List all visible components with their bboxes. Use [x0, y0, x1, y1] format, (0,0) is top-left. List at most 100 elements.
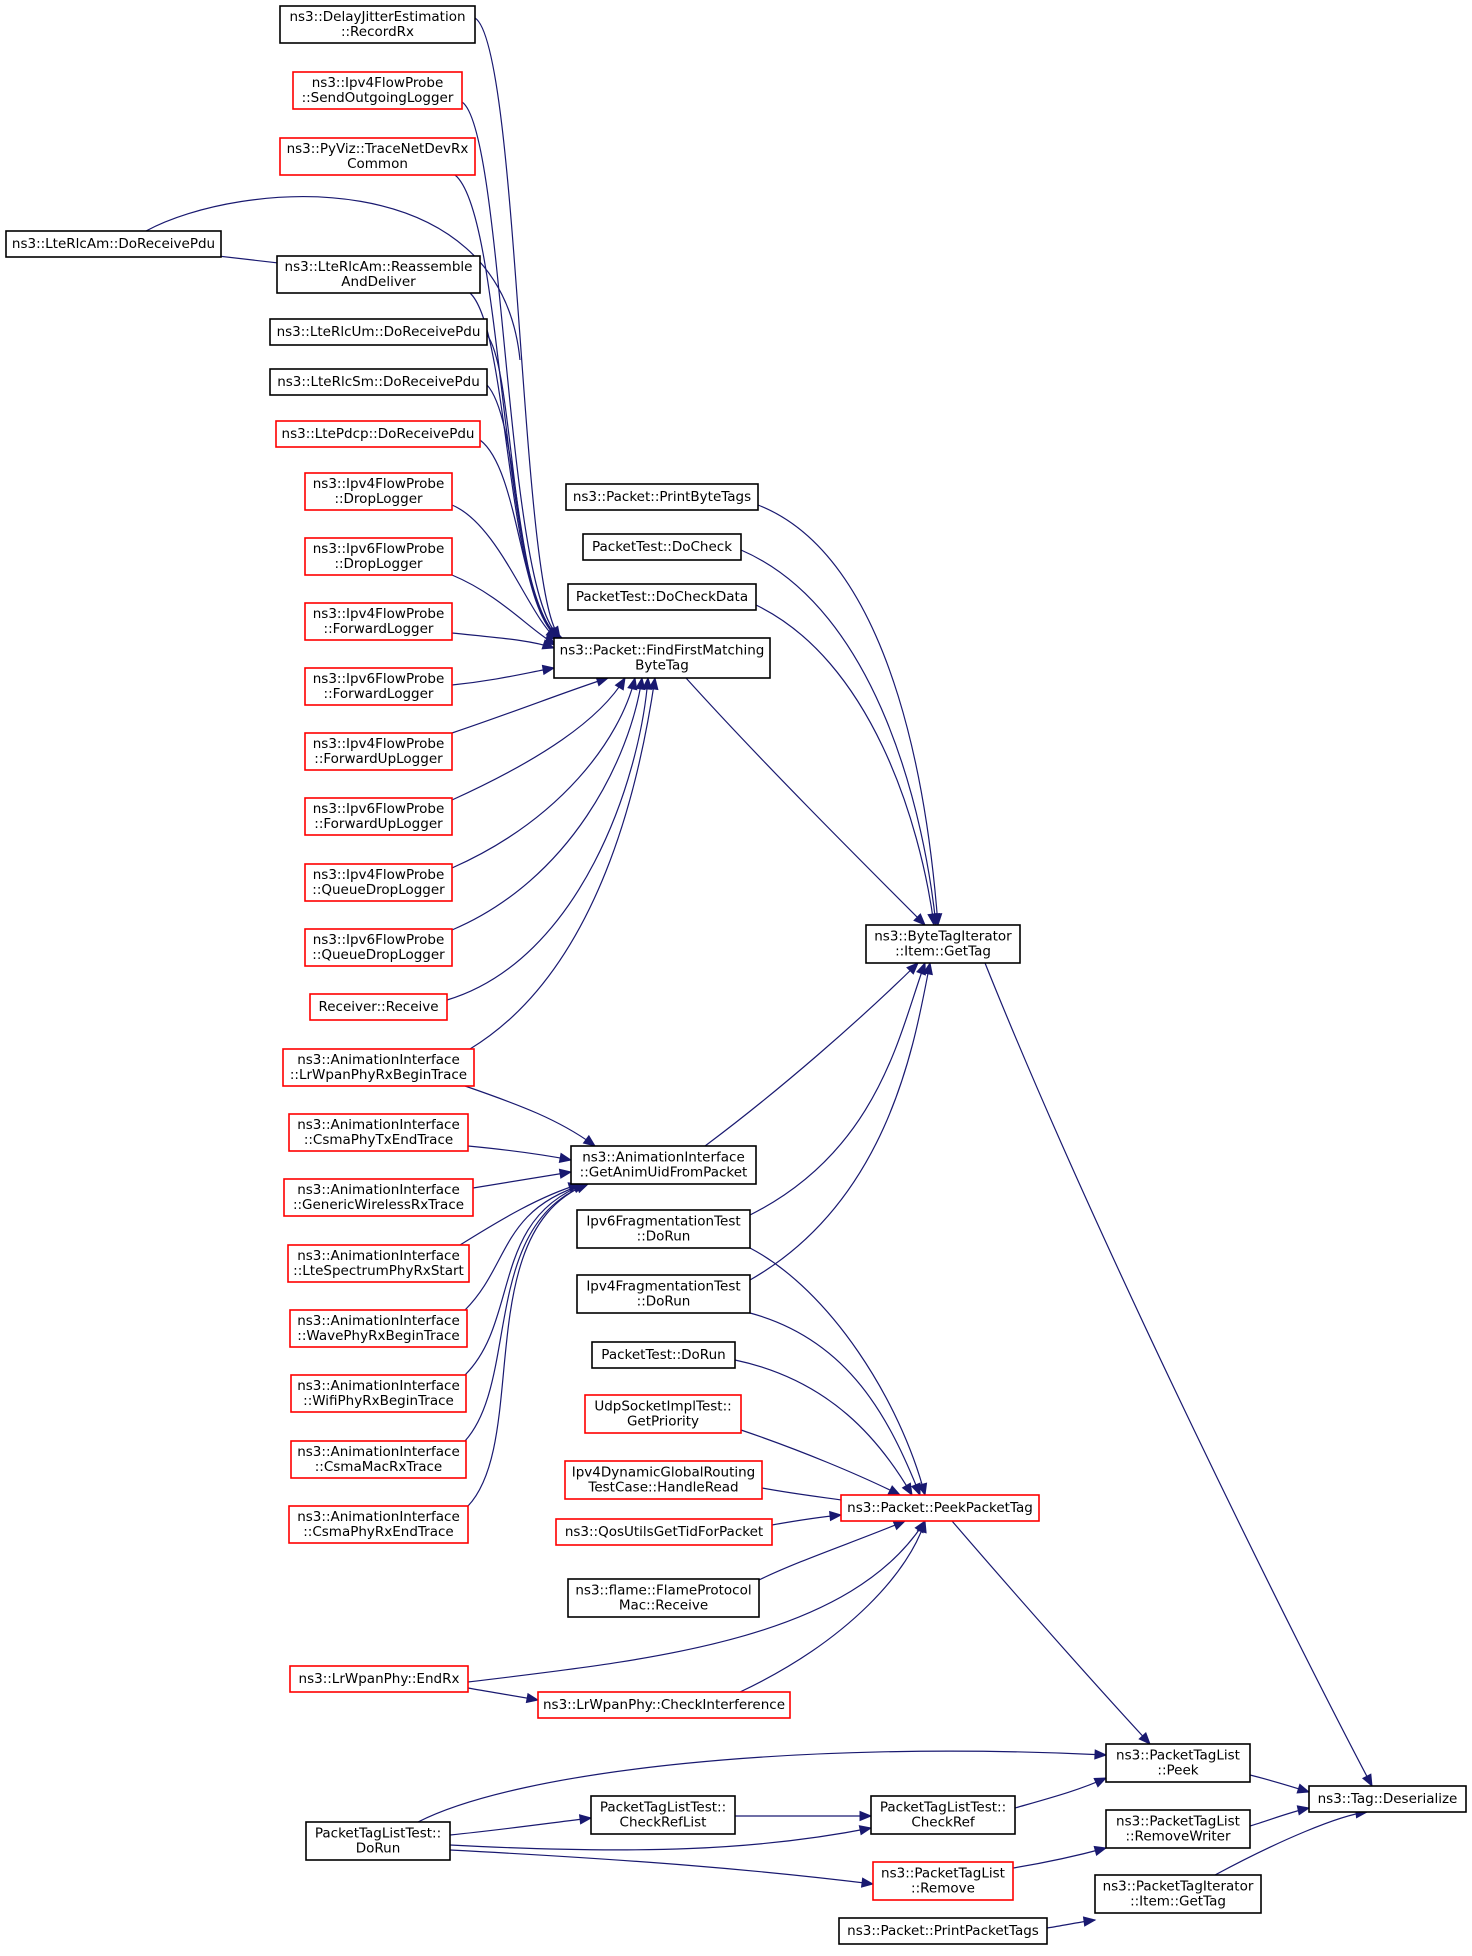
node-n5[interactable]: ns3::LteRlcUm::DoReceivePdu	[269, 318, 488, 346]
edge-line	[451, 677, 626, 801]
node-label: ns3::Ipv6FlowProbe	[313, 541, 445, 557]
node-n3[interactable]: ns3::LteRlcAm::DoReceivePdu	[5, 230, 222, 258]
node-n30[interactable]: Ipv6FragmentationTest::DoRun	[576, 1209, 751, 1249]
arrowhead	[860, 1877, 875, 1888]
node-box	[290, 1440, 467, 1479]
node-n25[interactable]: ns3::Packet::PrintByteTags	[565, 483, 759, 511]
node-n15[interactable]: ns3::Ipv6FlowProbe::QueueDropLogger	[304, 928, 453, 967]
node-box	[553, 637, 771, 679]
node-n8[interactable]: ns3::Ipv4FlowProbe::DropLogger	[304, 472, 453, 511]
edge-n2-n28	[454, 174, 562, 639]
edge-n27-n39	[755, 604, 938, 927]
node-n41[interactable]: PacketTagListTest::DoRun	[305, 1821, 451, 1861]
node-n19[interactable]: ns3::AnimationInterface::GenericWireless…	[283, 1178, 474, 1217]
arrowhead	[627, 676, 638, 691]
node-n31[interactable]: Ipv4FragmentationTest::DoRun	[576, 1274, 751, 1314]
node-label: ::CsmaPhyRxEndTrace	[303, 1524, 454, 1540]
node-n1[interactable]: ns3::Ipv4FlowProbe::SendOutgoingLogger	[292, 71, 463, 110]
node-label: ::Item::GetTag	[895, 944, 991, 960]
node-n0[interactable]: ns3::DelayJitterEstimation::RecordRx	[279, 5, 476, 44]
arrowhead	[922, 961, 933, 976]
node-box	[304, 928, 453, 967]
node-box	[838, 1917, 1048, 1945]
edge-line	[446, 677, 649, 1001]
node-n35[interactable]: ns3::QosUtilsGetTidForPacket	[555, 1518, 773, 1546]
node-n10[interactable]: ns3::Ipv4FlowProbe::ForwardLogger	[304, 602, 453, 641]
edge-line	[755, 604, 935, 926]
edge-line	[461, 101, 563, 639]
edge-line	[734, 1359, 913, 1496]
node-n38[interactable]: ns3::LrWpanPhy::CheckInterference	[537, 1691, 791, 1719]
node-label: ns3::LrWpanPhy::CheckInterference	[543, 1697, 785, 1713]
edge-line	[451, 667, 555, 686]
node-n14[interactable]: ns3::Ipv4FlowProbe::QueueDropLogger	[304, 863, 453, 902]
arrowhead	[1094, 1749, 1108, 1760]
node-n16[interactable]: Receiver::Receive	[309, 993, 448, 1021]
node-n17[interactable]: ns3::AnimationInterface::LrWpanPhyRxBegi…	[282, 1048, 475, 1087]
node-box	[1105, 1809, 1251, 1849]
node-n26[interactable]: PacketTest::DoCheck	[582, 533, 742, 561]
node-label: ns3::AnimationInterface	[297, 1313, 460, 1329]
node-n13[interactable]: ns3::Ipv6FlowProbe::ForwardUpLogger	[304, 797, 453, 836]
node-n42[interactable]: PacketTagListTest::CheckRefList	[590, 1795, 736, 1835]
edge-n47-n48	[1046, 1916, 1097, 1929]
node-box	[279, 5, 476, 44]
node-n18[interactable]: ns3::AnimationInterface::CsmaPhyTxEndTra…	[288, 1113, 469, 1152]
node-n37[interactable]: ns3::LrWpanPhy::EndRx	[289, 1665, 469, 1693]
node-n6[interactable]: ns3::LteRlcSm::DoReceivePdu	[269, 368, 488, 396]
node-n43[interactable]: PacketTagListTest::CheckRef	[870, 1795, 1016, 1835]
arrowhead	[1082, 1916, 1097, 1927]
node-n27[interactable]: PacketTest::DoCheckData	[567, 583, 757, 611]
node-n23[interactable]: ns3::AnimationInterface::CsmaMacRxTrace	[290, 1440, 467, 1479]
node-box	[865, 924, 1021, 964]
node-label: Common	[347, 156, 408, 172]
node-n33[interactable]: UdpSocketImplTest::GetPriority	[584, 1394, 742, 1434]
edge-n18-n29	[467, 1145, 573, 1163]
edge-n0-n28	[474, 17, 564, 639]
node-n40[interactable]: ns3::Packet::PeekPacketTag	[840, 1494, 1040, 1522]
node-label: ::Item::GetTag	[1130, 1894, 1226, 1910]
node-n34[interactable]: Ipv4DynamicGlobalRoutingTestCase::Handle…	[564, 1460, 763, 1500]
node-label: ns3::ByteTagIterator	[874, 929, 1012, 945]
node-n21[interactable]: ns3::AnimationInterface::WavePhyRxBeginT…	[289, 1309, 468, 1348]
edge-line	[464, 1183, 589, 1442]
node-n11[interactable]: ns3::Ipv6FlowProbe::ForwardLogger	[304, 667, 453, 706]
edge-n31-n39	[749, 961, 933, 1281]
node-n44[interactable]: ns3::PacketTagList::Remove	[872, 1861, 1014, 1901]
node-n29[interactable]: ns3::AnimationInterface::GetAnimUidFromP…	[570, 1145, 757, 1185]
arrowhead	[916, 1519, 927, 1534]
node-n39[interactable]: ns3::ByteTagIterator::Item::GetTag	[865, 924, 1021, 964]
node-n12[interactable]: ns3::Ipv4FlowProbe::ForwardUpLogger	[304, 732, 453, 771]
edge-n7-n28	[479, 439, 560, 639]
node-box	[304, 797, 453, 836]
node-n9[interactable]: ns3::Ipv6FlowProbe::DropLogger	[304, 537, 453, 576]
arrowhead	[582, 1134, 597, 1147]
node-n48[interactable]: ns3::PacketTagIterator::Item::GetTag	[1094, 1874, 1262, 1914]
node-n22[interactable]: ns3::AnimationInterface::WifiPhyRxBeginT…	[290, 1374, 467, 1413]
edge-line	[451, 677, 643, 931]
node-n32[interactable]: PacketTest::DoRun	[591, 1341, 736, 1369]
edge-n23-n29	[464, 1183, 590, 1442]
node-label: PacketTagListTest::	[600, 1800, 726, 1816]
edge-n30-n39	[749, 961, 926, 1216]
node-n24[interactable]: ns3::AnimationInterface::CsmaPhyRxEndTra…	[288, 1505, 469, 1544]
node-n20[interactable]: ns3::AnimationInterface::LteSpectrumPhyR…	[287, 1244, 470, 1283]
edge-n41-n45	[417, 1749, 1108, 1823]
edge-line	[451, 504, 559, 641]
node-n45[interactable]: ns3::PacketTagList::Peek	[1105, 1743, 1251, 1783]
edge-line	[467, 1520, 926, 1683]
node-n47[interactable]: ns3::Packet::PrintPacketTags	[838, 1917, 1048, 1945]
node-box	[283, 1178, 474, 1217]
node-n7[interactable]: ns3::LtePdcp::DoReceivePdu	[275, 420, 481, 448]
node-n46[interactable]: ns3::PacketTagList::RemoveWriter	[1105, 1809, 1251, 1849]
node-n49[interactable]: ns3::Tag::Deserialize	[1308, 1785, 1467, 1813]
node-label: ::GetAnimUidFromPacket	[580, 1165, 748, 1181]
node-label: ns3::LteRlcUm::DoReceivePdu	[277, 324, 481, 340]
node-label: ::GenericWirelessRxTrace	[293, 1197, 464, 1213]
node-label: ns3::AnimationInterface	[297, 1052, 460, 1068]
